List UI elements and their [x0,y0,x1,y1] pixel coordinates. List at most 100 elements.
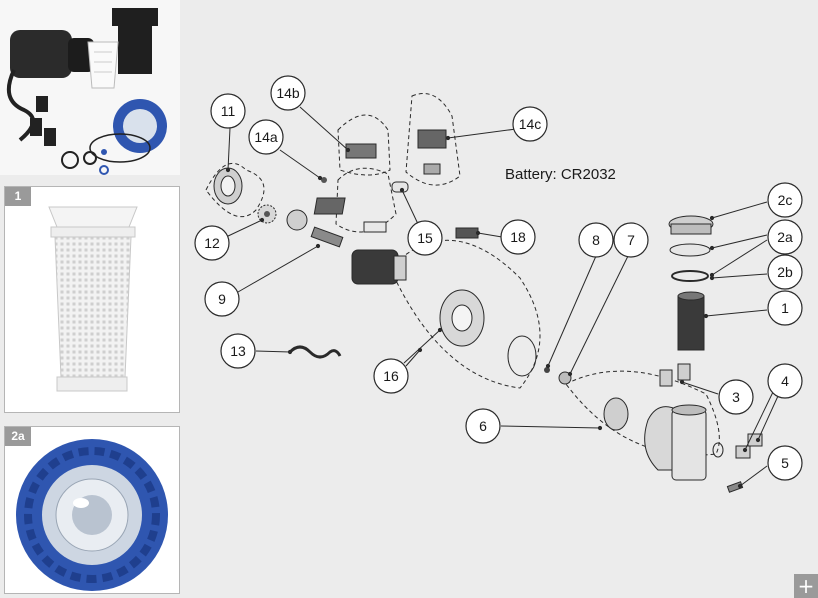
callout-label: 15 [417,230,433,246]
leader-tip-14c [445,135,451,141]
part-4-fittings [712,433,763,459]
callout-circle [210,93,246,129]
leader-tip-2b [709,275,715,281]
callout-label: 14a [254,129,278,145]
callout-6: 6 [465,408,501,444]
part-9-shaft [310,226,344,248]
callout-circle [512,106,548,142]
callout-label: 5 [781,455,789,471]
leader-line-4 [744,391,774,451]
leader-line-16 [405,349,421,367]
leader-tip-7 [567,371,573,377]
part-6-pump-body [603,397,707,481]
callout-12: 12 [194,225,230,261]
leader-line-3 [681,381,719,395]
leader-line-16 [403,329,441,364]
part-2a-lid [669,243,711,257]
leader-tip-16 [437,327,443,333]
callout-label: 7 [627,232,635,248]
callout-label: 16 [383,368,399,384]
callout-4: 4 [767,363,803,399]
pump-kit-photo [6,8,167,175]
leader-line-8 [547,255,597,367]
leader-lines [225,106,779,489]
part-8-7-seal [544,367,572,385]
leader-tip-1 [703,313,709,319]
leader-line-2a [711,234,768,249]
leader-line-2c [711,201,768,219]
leader-tip-15 [399,187,405,193]
part-1-basket [677,291,705,351]
leader-line-1 [705,309,768,317]
leader-tip-2a [709,245,715,251]
part-14b-display [345,143,377,159]
part-13-cable [288,345,342,359]
callout-circle [220,333,256,369]
blue-lid-photo [16,439,168,591]
callout-label: 2a [777,229,793,245]
leader-line-14b [299,106,349,151]
part-motor [351,249,407,285]
leader-line-14c [447,128,517,139]
leader-tip-13 [287,349,293,355]
part-3-nozzle [659,363,691,387]
callout-circle [500,219,536,255]
callout-2a: 2a [767,219,803,255]
callout-label: 14c [519,116,542,132]
part-16-motor-flange [439,289,537,377]
callout-16: 16 [373,358,409,394]
callout-9: 9 [204,281,240,317]
callout-circle [767,182,803,218]
thumbnail-pump-kit[interactable] [0,0,180,175]
leader-tip-14b [345,147,351,153]
callout-circle [204,281,240,317]
callout-13: 13 [220,333,256,369]
callout-circle [767,445,803,481]
callout-circle [407,220,443,256]
leader-tip-2c [709,215,715,221]
callout-label: 1 [781,300,789,316]
callout-circle [767,363,803,399]
thumbnail-blue-lid[interactable]: 2a [4,426,180,594]
part-18-sensor [455,227,479,239]
callout-circle [767,219,803,255]
callout-circle [248,119,284,155]
callout-circle [578,222,614,258]
callout-circle [718,379,754,415]
callout-14b: 14b [270,75,306,111]
callout-14a: 14a [248,119,284,155]
part-14a-control-board [313,177,387,233]
callout-label: 8 [592,232,600,248]
leader-line-2a [711,239,768,276]
thumbnail-badge: 2a [5,427,31,446]
callout-label: 12 [204,235,220,251]
leader-line-15 [401,189,419,225]
part-12-fan [257,204,308,231]
callout-circle [270,75,306,111]
battery-note: Battery: CR2032 [505,166,616,183]
leader-tip-4 [742,447,748,453]
callout-label: 14b [276,85,300,101]
callout-label: 9 [218,291,226,307]
thumbnail-strainer-basket[interactable]: 1 [4,186,180,413]
callout-label: 13 [230,343,246,359]
leader-tip-14a [317,175,323,181]
part-11-fan-cover [213,167,243,205]
leader-line-11 [227,127,231,171]
callout-circle [465,408,501,444]
callout-2b: 2b [767,254,803,290]
zoom-plus-button[interactable]: + [794,574,818,598]
callout-15: 15 [407,220,443,256]
callout-label: 2c [778,192,793,208]
callout-label: 11 [221,103,236,119]
callout-circle [767,254,803,290]
leader-line-18 [477,232,503,238]
part-2c-lid-ring [668,215,714,235]
leader-tip-12 [259,217,265,223]
callout-1: 1 [767,290,803,326]
leader-tip-4 [755,437,761,443]
callout-circle [613,222,649,258]
leader-line-5 [739,465,768,487]
leader-tip-5 [737,483,743,489]
